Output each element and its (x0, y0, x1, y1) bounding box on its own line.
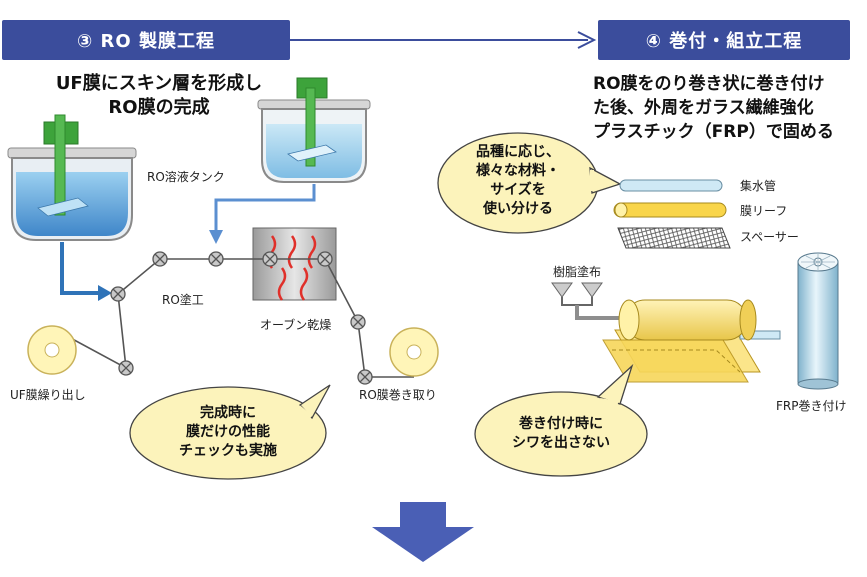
collector-pipe-label: 集水管 (740, 179, 777, 193)
film-path (51, 258, 414, 378)
right-bottom-bubble-line1: 巻き付け時に (519, 416, 603, 432)
guide-rollers (110, 251, 373, 385)
oven-dry-label: オーブン乾燥 (260, 318, 332, 332)
ro-rewind-roll (389, 327, 439, 377)
uf-unwind-roll (27, 325, 77, 375)
left-bubble-line2: 膜だけの性能 (186, 424, 270, 440)
right-bottom-speech-bubble (474, 363, 648, 477)
right-top-bubble-line3: サイズを (490, 182, 546, 198)
step3-caption-line2: RO膜の完成 (108, 97, 210, 118)
left-bubble-text: 完成時に 膜だけの性能 チェックも実施 (150, 404, 306, 461)
step3-banner: ③ RO 製膜工程 (2, 20, 290, 60)
membrane-leaf (613, 202, 727, 218)
frp-module (797, 252, 839, 390)
membrane-leaf-label: 膜リーフ (740, 204, 788, 218)
step-connector-arrow (290, 31, 597, 49)
next-step-down-arrow (372, 502, 474, 562)
ro-tank-label: RO溶液タンク (147, 170, 225, 184)
uf-unwind-label: UF膜繰り出し (10, 388, 86, 402)
spacer-mesh (617, 227, 731, 249)
step4-banner: ④ 巻付・組立工程 (598, 20, 850, 60)
right-top-bubble-line2: 様々な材料・ (476, 163, 560, 179)
left-bubble-line3: チェックも実施 (179, 443, 277, 459)
frp-wrap-label: FRP巻き付け (776, 399, 847, 413)
ro-rewind-label: RO膜巻き取り (359, 388, 437, 402)
left-speech-bubble (129, 384, 331, 480)
step4-caption-line3: プラスチック（FRP）で固める (593, 122, 834, 142)
step3-caption-line1: UF膜にスキン層を形成し (55, 73, 263, 94)
right-top-bubble-line1: 品種に応じ、 (476, 144, 560, 160)
resin-coating-label: 樹脂塗布 (553, 265, 602, 279)
spacer-label: スペーサー (740, 230, 799, 244)
step3-caption: UF膜にスキン層を形成し RO膜の完成 (14, 72, 304, 120)
step4-caption-line1: RO膜をのり巻き状に巻き付け (593, 74, 825, 94)
uf-solution-tank (7, 114, 137, 241)
step4-caption-line2: た後、外周をガラス繊維強化 (593, 98, 814, 118)
right-top-speech-bubble (437, 132, 622, 234)
step4-caption: RO膜をのり巻き状に巻き付け た後、外周をガラス繊維強化 プラスチック（FRP）… (593, 72, 863, 144)
right-bottom-bubble-text: 巻き付け時に シワを出さない (491, 415, 631, 453)
collector-pipe (619, 179, 723, 192)
left-bubble-line1: 完成時に (200, 405, 256, 421)
right-top-bubble-line4: 使い分ける (483, 201, 553, 217)
flow-arrows (60, 184, 316, 301)
right-top-bubble-text: 品種に応じ、 様々な材料・ サイズを 使い分ける (448, 143, 588, 219)
right-bottom-bubble-line2: シワを出さない (512, 435, 610, 451)
winding-assembly (602, 299, 781, 383)
ro-coating-label: RO塗工 (162, 293, 204, 307)
ro-solution-tank (257, 77, 371, 183)
